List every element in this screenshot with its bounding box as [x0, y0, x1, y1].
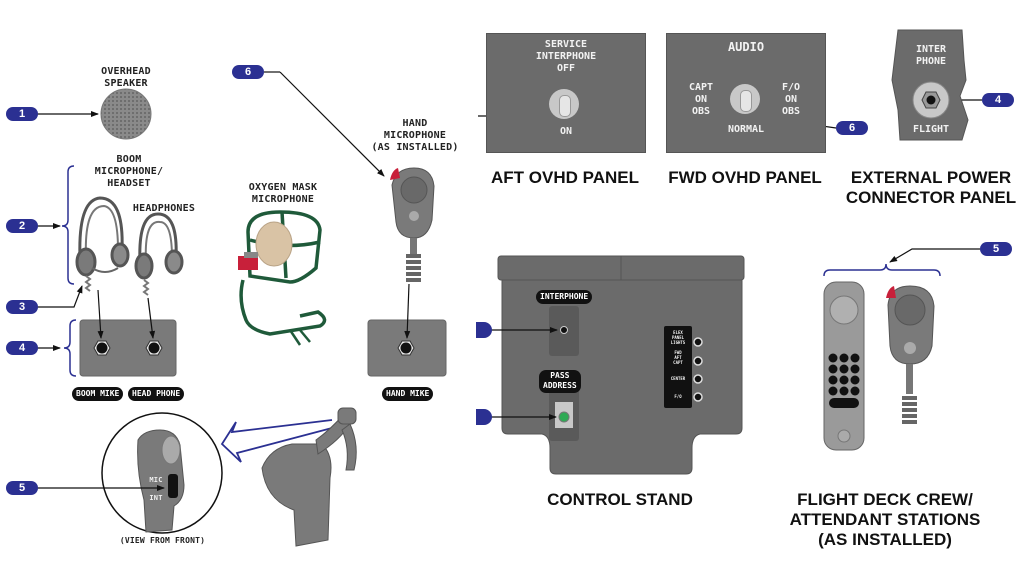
overhead-speaker-icon [100, 88, 152, 140]
callout-badge-4: 4 [6, 341, 38, 355]
hand-mike-tag: HAND MIKE [382, 387, 434, 401]
boom-headset-icon [75, 196, 130, 292]
callout-badge-partial-pa [476, 409, 492, 425]
callout-badge-5: 5 [6, 481, 38, 495]
brace-crew-stations [823, 263, 941, 277]
light-label-elex-panel: ELEX PANEL LIGHTS [670, 330, 686, 345]
aft-ovhd-panel-title: AFT OVHD PANEL [491, 168, 639, 187]
oxygen-mask-label: OXYGEN MASK MICROPHONE [248, 182, 318, 205]
overhead-speaker-label: OVERHEAD SPEAKER [101, 66, 151, 89]
mask-face-cup [255, 221, 293, 267]
view-from-front-label: (VIEW FROM FRONT) [119, 536, 206, 545]
callout-badge-5-crew: 5 [980, 242, 1012, 256]
service-interphone-on-label: ON [559, 126, 573, 137]
headphones-label: HEADPHONES [132, 203, 196, 214]
light-label-fwd-aft-capt: FWD AFT CAPT [673, 350, 683, 365]
fwd-ovhd-panel: AUDIO CAPT ON OBS F/O ON OBS NORMAL [666, 33, 826, 153]
callout-badge-6: 6 [232, 65, 264, 79]
brace-jacks [63, 319, 77, 377]
callout-badge-4-ext: 4 [982, 93, 1014, 107]
callout-arrow [220, 419, 333, 463]
hand-microphone-icon [390, 167, 435, 282]
aft-ovhd-panel: SERVICE INTERPHONE OFF ON [486, 33, 646, 153]
light-label-fo: F/O [674, 394, 682, 399]
toggle-lever-icon [740, 90, 752, 112]
fwd-ovhd-panel-title: FWD OVHD PANEL [668, 168, 822, 187]
head-phone-tag: HEAD PHONE [128, 387, 185, 401]
ext-power-panel-title: EXTERNAL POWER CONNECTOR PANEL [845, 168, 1017, 207]
capt-on-obs-label: CAPT ON OBS [688, 82, 714, 117]
leader-line-3 [36, 285, 83, 308]
callout-badge-2: 2 [6, 219, 38, 233]
boom-mike-tag: BOOM MIKE [72, 387, 124, 401]
headphones-icon [134, 212, 184, 296]
callout-badge-1: 1 [6, 107, 38, 121]
fo-on-obs-label: F/O ON OBS [781, 82, 801, 117]
control-stand-shape [497, 255, 745, 475]
switch-int-label: INT [149, 494, 163, 502]
callout-badge-3: 3 [6, 300, 38, 314]
toggle-lever-icon [559, 95, 571, 117]
light-label-center: CENTER [670, 376, 686, 381]
flight-jack-label: FLIGHT [912, 124, 950, 135]
interphone-tag: INTERPHONE [536, 290, 593, 304]
switch-mic-label: MIC [149, 476, 163, 484]
attendant-handset-icon [823, 281, 865, 451]
normal-label: NORMAL [727, 124, 765, 135]
brace-headset [61, 165, 75, 285]
service-interphone-label: SERVICE INTERPHONE OFF [535, 39, 597, 74]
crew-hand-microphone-icon [886, 285, 935, 424]
crew-stations-title: FLIGHT DECK CREW/ ATTENDANT STATIONS (AS… [789, 490, 981, 549]
hand-microphone-label: HAND MICROPHONE (AS INSTALLED) [371, 118, 459, 153]
audio-heading: AUDIO [727, 40, 765, 54]
callout-badge-partial-interphone [476, 322, 492, 338]
service-interphone-switch[interactable] [549, 89, 579, 119]
pass-address-tag: PASS ADDRESS [539, 370, 581, 393]
interphone-jack-label: INTER PHONE [915, 44, 947, 67]
control-stand-title: CONTROL STAND [547, 490, 693, 509]
leader-line-5b [889, 248, 980, 263]
callout-badge-6-fwd: 6 [836, 121, 868, 135]
audio-selector-switch[interactable] [730, 84, 760, 114]
control-column-icon [261, 407, 357, 547]
boom-headset-label: BOOM MICROPHONE/ HEADSET [94, 154, 164, 189]
